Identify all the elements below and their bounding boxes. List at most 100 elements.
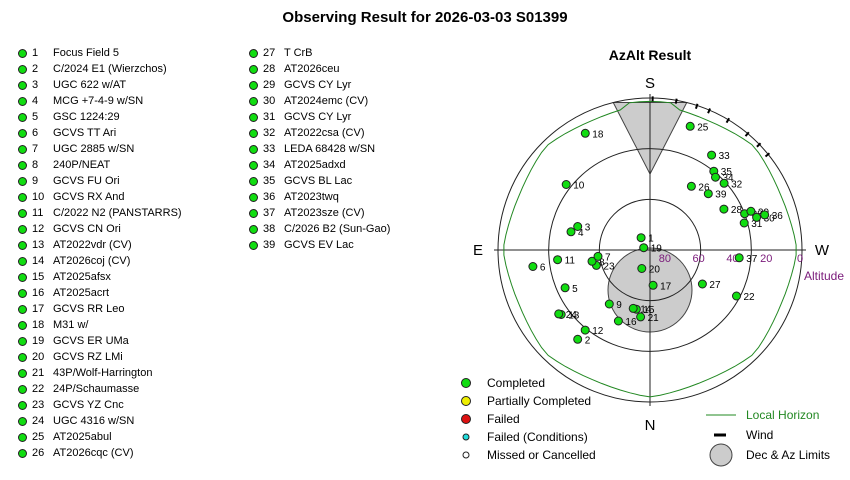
- target-point: [628, 303, 638, 313]
- target-point-label: 31: [751, 219, 763, 230]
- target-point-label: 21: [648, 313, 660, 324]
- altitude-tick-label: 80: [659, 253, 671, 265]
- target-number: 22: [32, 383, 45, 395]
- target-number: 1: [32, 47, 39, 59]
- target-point: [639, 243, 649, 253]
- status-dot: [249, 160, 258, 170]
- target-point-label: 11: [565, 256, 576, 267]
- target-name: AT2022vdr (CV): [53, 239, 132, 251]
- target-number: 25: [32, 431, 45, 443]
- target-list-item: 5 GSC 1224:29: [16, 109, 246, 125]
- target-point: [734, 253, 744, 263]
- target-name: GCVS CY Lyr: [284, 79, 352, 91]
- target-name: GCVS RR Leo: [53, 303, 125, 315]
- legend-label: Completed: [487, 376, 545, 390]
- status-dot: [18, 80, 27, 90]
- altitude-tick-label: 0: [797, 253, 803, 265]
- target-point-label: 8: [599, 257, 605, 268]
- status-dot: [249, 192, 258, 202]
- target-point: [573, 334, 583, 344]
- target-number: 6: [32, 127, 39, 139]
- target-point: [637, 264, 647, 273]
- target-point: [587, 256, 597, 266]
- altitude-rings: [494, 94, 806, 406]
- direction-label-bottom: N: [645, 417, 656, 434]
- status-dot: [249, 144, 258, 154]
- target-point-label: 6: [540, 263, 546, 274]
- direction-label-left: E: [473, 242, 483, 259]
- wind-mark: [725, 117, 731, 124]
- status-dot: [18, 160, 27, 170]
- status-dot: [249, 96, 258, 106]
- status-dot: [249, 240, 258, 250]
- altitude-tick-label: 60: [693, 253, 705, 265]
- horizon-line: [503, 100, 797, 398]
- target-point-label: 18: [592, 129, 604, 140]
- target-point-label: 3: [585, 223, 591, 234]
- legend-limits-disc: [709, 443, 733, 467]
- target-name: GCVS YZ Cnc: [53, 399, 124, 411]
- target-name: GCVS TT Ari: [53, 127, 117, 139]
- status-dot: [18, 208, 27, 218]
- status-dot: [249, 224, 258, 234]
- target-name: AT2025adxd: [284, 159, 346, 171]
- legend-marker: [461, 414, 471, 424]
- target-name: C/2022 N2 (PANSTARRS): [53, 207, 182, 219]
- status-dot: [249, 64, 258, 74]
- target-point: [739, 218, 749, 228]
- target-number: 2: [32, 63, 39, 75]
- target-point-label: 17: [660, 281, 672, 292]
- target-name: GSC 1224:29: [53, 111, 120, 123]
- status-dot: [249, 176, 258, 186]
- status-dot: [18, 272, 27, 282]
- wind-mark: [756, 142, 762, 148]
- target-point-label: 23: [603, 261, 615, 272]
- status-dot: [18, 64, 27, 74]
- status-dot: [18, 304, 27, 314]
- target-point: [707, 150, 717, 160]
- target-number: 16: [32, 287, 45, 299]
- target-number: 27: [263, 47, 276, 59]
- status-dot: [18, 448, 27, 458]
- altitude-axis-label: Altitude: [804, 269, 844, 283]
- target-point: [752, 212, 762, 222]
- target-number: 8: [32, 159, 39, 171]
- status-dot: [18, 192, 27, 202]
- target-name: 24P/Schaumasse: [53, 383, 140, 395]
- target-point-label: 22: [744, 292, 756, 303]
- target-number: 5: [32, 111, 39, 123]
- status-dot: [18, 432, 27, 442]
- page-title: Observing Result for 2026-03-03 S01399: [282, 9, 568, 26]
- target-name: AT2023twq: [284, 191, 339, 203]
- legend-marker: [461, 396, 471, 406]
- target-point-label: 12: [592, 326, 604, 337]
- target-point-label: 1: [648, 234, 654, 245]
- target-name: GCVS RX And: [53, 191, 125, 203]
- target-point: [719, 204, 729, 214]
- status-dot: [18, 400, 27, 410]
- status-dot: [18, 48, 27, 58]
- target-number: 14: [32, 255, 45, 267]
- target-number: 30: [263, 95, 276, 107]
- direction-label-top: S: [645, 75, 655, 92]
- target-name: AT2026ceu: [284, 63, 340, 75]
- target-point: [593, 251, 603, 261]
- target-number: 19: [32, 335, 45, 347]
- wind-mark: [744, 131, 750, 137]
